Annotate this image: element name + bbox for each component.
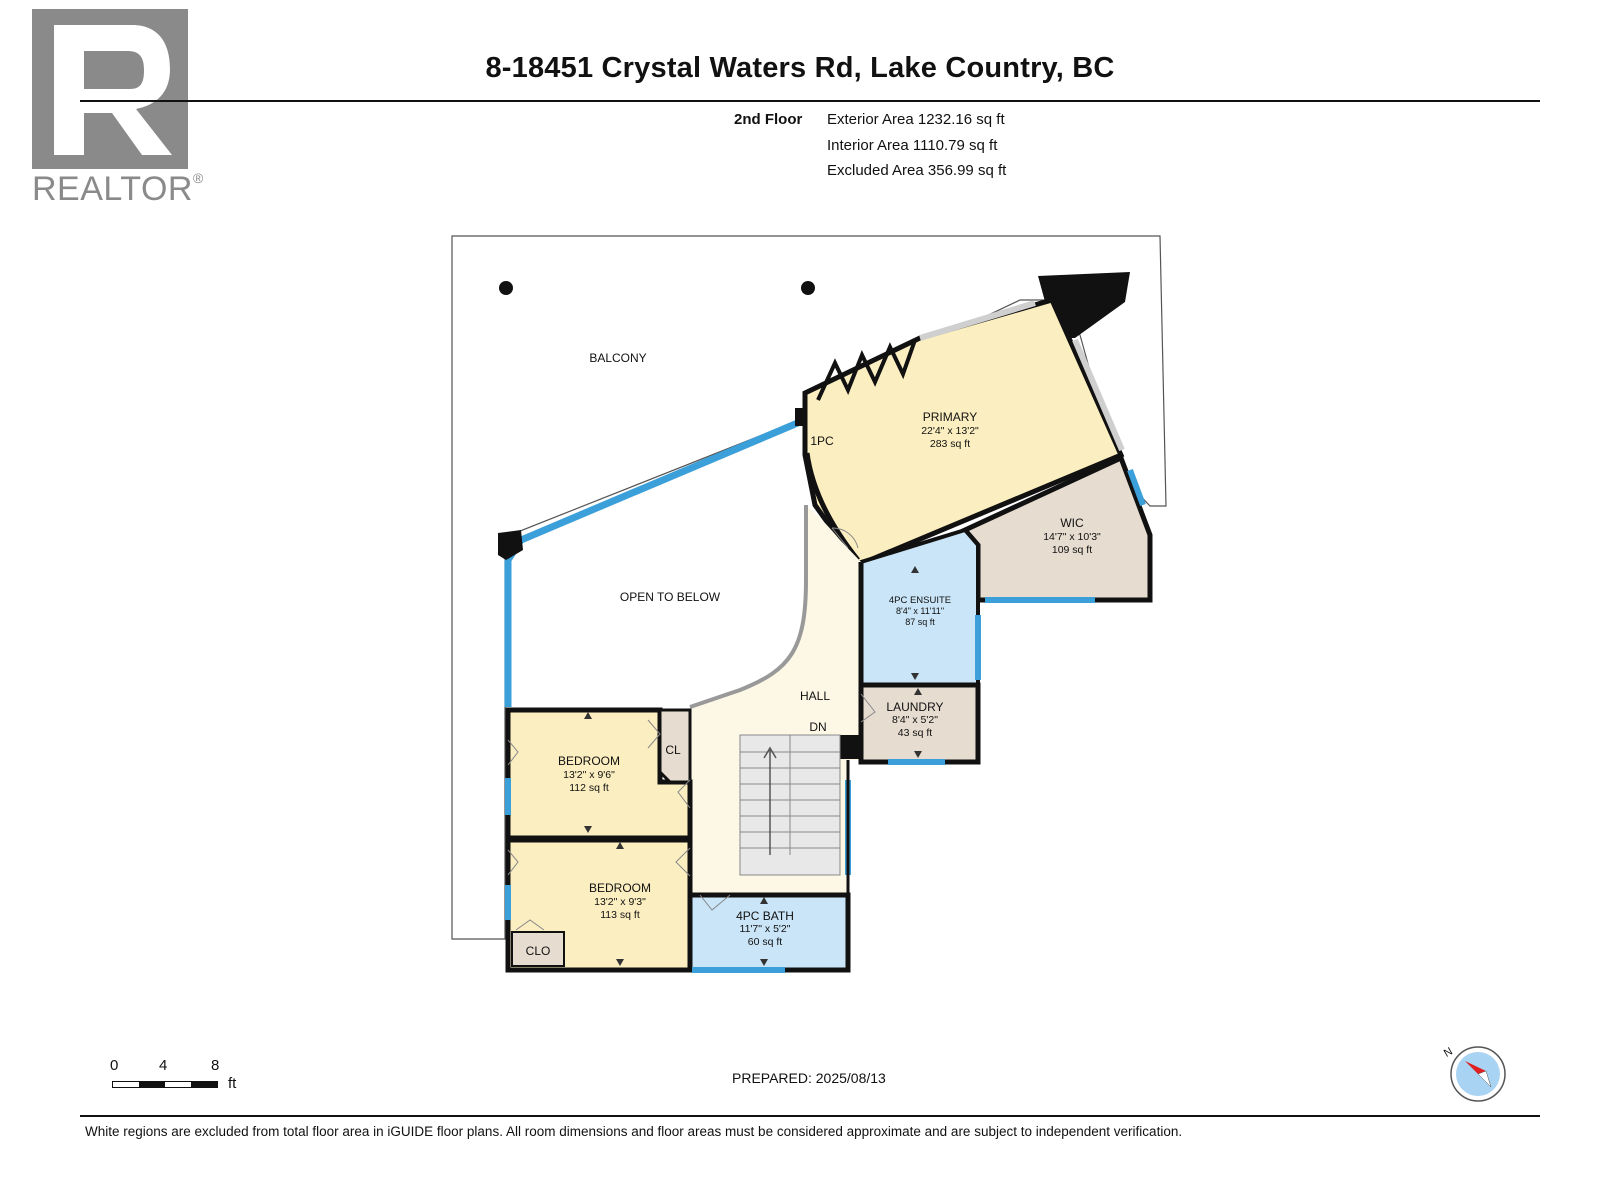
label-clo: CLO [526,944,551,958]
label-laundry-area: 43 sq ft [898,727,933,739]
label-ensuite-name: 4PC ENSUITE [889,595,951,606]
label-one-pc: 1PC [810,434,834,448]
label-primary-area: 283 sq ft [930,438,970,450]
footer-rule [80,1115,1540,1117]
door-swings [507,527,876,931]
scale-unit: ft [228,1075,237,1092]
header-rule [80,100,1540,102]
realtor-wordmark: REALTOR® [32,170,204,208]
compass-north-label: N [1442,1045,1455,1059]
corner-post [498,530,523,560]
wall-post [795,408,807,426]
label-primary-dims: 22'4" x 13'2" [921,425,979,437]
interior-area: Interior Area 1110.79 sq ft [827,137,998,154]
scale-tick-0: 0 [110,1057,119,1074]
label-primary-name: PRIMARY [923,410,977,424]
stair-arrow [763,746,777,855]
realtor-r-mark [32,9,188,169]
prepared-date: PREPARED: 2025/08/13 [732,1070,886,1086]
scale-bar: 0 4 8 ft [110,1057,260,1097]
label-ensuite-dims: 8'4" x 11'11" [896,606,944,616]
label-bedroom-1-name: BEDROOM [558,754,620,768]
balcony-post [801,281,815,295]
label-wic-dims: 14'7" x 10'3" [1043,531,1101,543]
label-bedroom-2-dims: 13'2" x 9'3" [594,896,646,908]
label-laundry-dims: 8'4" x 5'2" [892,714,938,726]
stair-treads [740,735,840,855]
label-hall: HALL [800,689,830,703]
label-balcony: BALCONY [589,351,646,365]
disclaimer-text: White regions are excluded from total fl… [85,1124,1183,1139]
label-wic-area: 109 sq ft [1052,544,1092,556]
excluded-area: Excluded Area 356.99 sq ft [827,162,1007,179]
one-pc-wall [804,452,860,562]
exterior-area: Exterior Area 1232.16 sq ft [827,111,1005,128]
closet-cl [658,708,692,784]
closet-clo [511,931,565,967]
label-bedroom-1-dims: 13'2" x 9'6" [563,769,615,781]
dimension-ticks [584,566,922,966]
label-dn: DN [809,720,826,734]
open-below-curve-wall [689,505,808,709]
scale-bar-graphic [112,1081,218,1088]
window-wic-right [1127,468,1146,507]
label-bath-area: 60 sq ft [748,936,783,948]
label-bedroom-1-area: 112 sq ft [569,782,609,794]
floor-label: 2nd Floor [734,111,803,128]
window-primary-right [1072,338,1125,452]
label-open-below: OPEN TO BELOW [620,590,721,604]
label-bedroom-2-name: BEDROOM [589,881,651,895]
label-bath-name: 4PC BATH [736,909,794,923]
scale-tick-4: 4 [159,1057,168,1074]
compass-icon: N [1440,1038,1510,1108]
label-cl: CL [665,743,681,757]
scale-tick-8: 8 [211,1057,220,1074]
hall-column [840,735,862,759]
zigzag-wall [816,339,917,401]
page-title: 8-18451 Crystal Waters Rd, Lake Country,… [485,52,1115,84]
window-primary-top [919,300,1036,341]
label-bedroom-2-area: 113 sq ft [600,909,640,921]
label-wic-name: WIC [1060,516,1084,530]
label-laundry-name: LAUNDRY [886,700,943,714]
label-ensuite-area: 87 sq ft [905,617,935,627]
label-bath-dims: 11'7" x 5'2" [740,923,791,935]
balcony-post [499,281,513,295]
